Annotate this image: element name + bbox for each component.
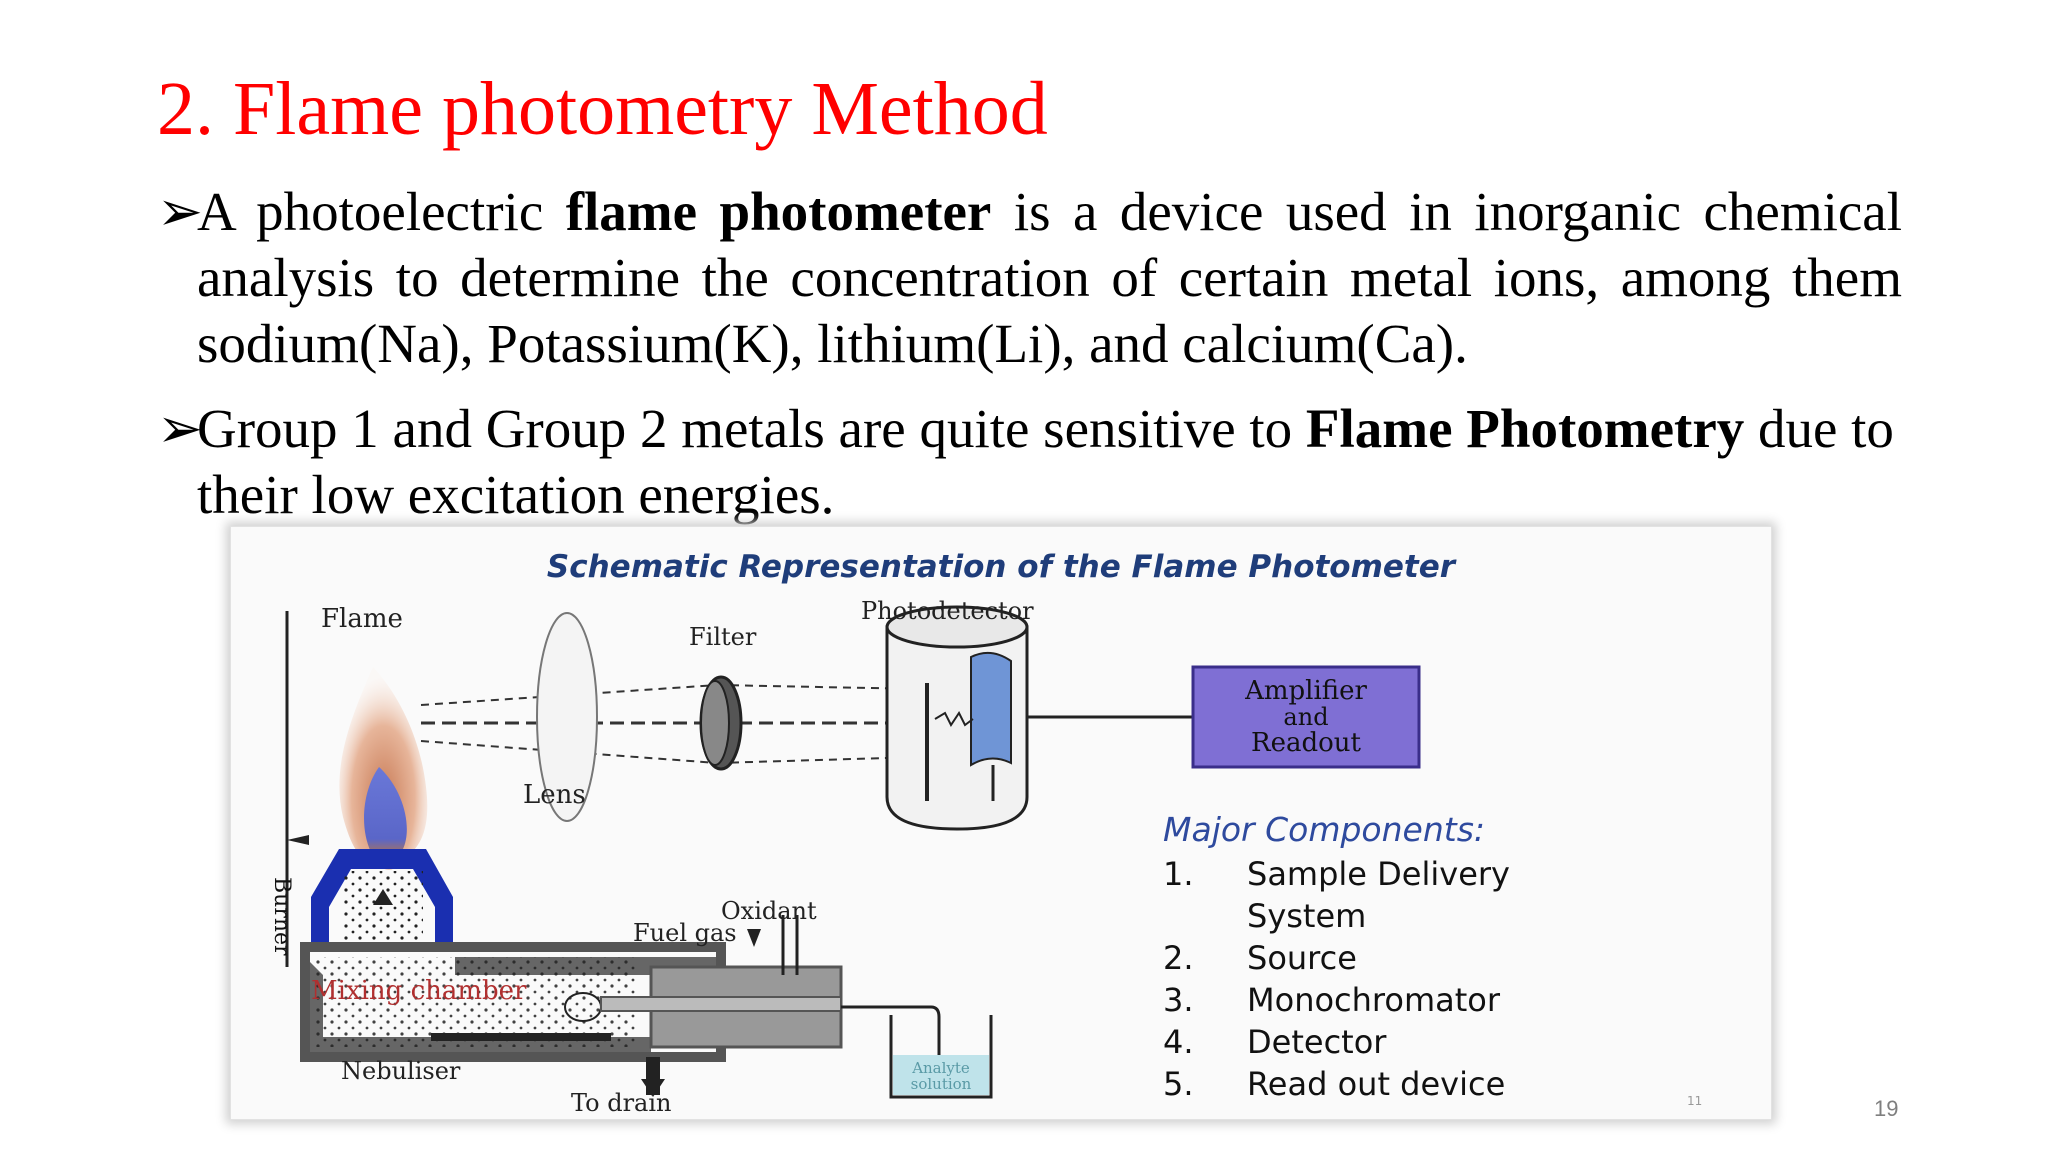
amplifier-label-line3: Readout <box>1251 728 1362 758</box>
label-to-drain: To drain <box>571 1089 672 1117</box>
figure-small-number: 11 <box>1687 1094 1702 1108</box>
flame-photometer-schematic: Schematic Representation of the Flame Ph… <box>230 526 1772 1120</box>
bullet-text: A photoelectric flame photometer is a de… <box>197 179 1902 377</box>
amplifier-box <box>1191 665 1421 769</box>
nebuliser-tube <box>600 996 842 1012</box>
burner-neck-dots <box>341 871 423 941</box>
bullet-text-part: Group 1 and Group 2 metals are quite sen… <box>197 398 1306 459</box>
photodetector-top <box>885 605 1029 649</box>
label-lens: Lens <box>523 780 586 810</box>
capillary-tube <box>841 1005 941 1087</box>
label-photodetector: Photodetector <box>861 597 1034 625</box>
sediment-strip <box>431 1033 611 1041</box>
label-filter: Filter <box>689 623 757 651</box>
label-mixing-chamber: Mixing chamber <box>311 976 527 1006</box>
bullet-bold-term: Flame Photometry <box>1305 398 1745 459</box>
component-number: 1. <box>1163 855 1194 893</box>
bullet-text-part: due to their low excitation energies. <box>197 398 1894 525</box>
schematic-drawing: Schematic Representation of the Flame Ph… <box>269 549 1702 1117</box>
component-item: Read out device <box>1247 1065 1505 1103</box>
burner-inner-arrow-icon <box>373 889 393 905</box>
amplifier-label-line2: and <box>1283 703 1328 731</box>
label-nebuliser: Nebuliser <box>341 1057 461 1085</box>
light-ray <box>420 740 718 764</box>
label-analyte: Analyte <box>911 1059 970 1077</box>
component-item-continued: System <box>1247 897 1366 935</box>
component-item: Sample Delivery <box>1247 855 1510 893</box>
beaker <box>889 1015 993 1099</box>
bullet-text-part: is a device used in inorganic chemical a… <box>197 181 1903 374</box>
detector-cathode <box>970 651 1012 767</box>
bullet-text-part: A photoelectric <box>197 181 566 242</box>
bullet-text: Group 1 and Group 2 metals are quite sen… <box>197 396 1902 528</box>
bullet-photometer-definition: ➢ A photoelectric flame photometer is a … <box>157 179 1902 377</box>
component-item: Source <box>1247 939 1357 977</box>
label-oxidant: Oxidant <box>721 897 817 925</box>
fuel-arrow-icon <box>747 929 761 947</box>
label-fuel-gas: Fuel gas <box>633 919 737 947</box>
component-number: 4. <box>1163 1023 1194 1061</box>
slide-title: 2. Flame photometry Method <box>157 67 1048 151</box>
label-solution: solution <box>911 1075 972 1093</box>
light-ray <box>420 684 718 706</box>
chamber-dots <box>315 957 635 1047</box>
label-flame: Flame <box>321 604 403 634</box>
component-number: 5. <box>1163 1065 1194 1103</box>
bullet-bold-term: flame photometer <box>565 181 992 242</box>
component-number: 3. <box>1163 981 1194 1019</box>
component-item: Monochromator <box>1247 981 1501 1019</box>
inner-flame <box>364 767 407 863</box>
component-item: Detector <box>1247 1023 1387 1061</box>
drain-arrow-icon <box>641 1079 665 1097</box>
figure-title: Schematic Representation of the Flame Ph… <box>547 549 1457 585</box>
page-number: 19 <box>1874 1096 1899 1121</box>
label-burner: Burner <box>269 877 294 956</box>
component-number: 2. <box>1163 939 1194 977</box>
photon-squiggle-icon <box>934 711 974 727</box>
analyte-liquid <box>893 1055 989 1095</box>
components-heading: Major Components: <box>1163 810 1485 849</box>
arrow-bullet-icon: ➢ <box>157 181 204 242</box>
bullet-group-metals: ➢ Group 1 and Group 2 metals are quite s… <box>157 396 1902 528</box>
burner-arrow-icon <box>287 835 309 845</box>
amplifier-label-line1: Amplifier <box>1244 676 1367 706</box>
filter-face <box>700 680 730 766</box>
arrow-bullet-icon: ➢ <box>157 398 204 459</box>
lens <box>536 612 598 822</box>
